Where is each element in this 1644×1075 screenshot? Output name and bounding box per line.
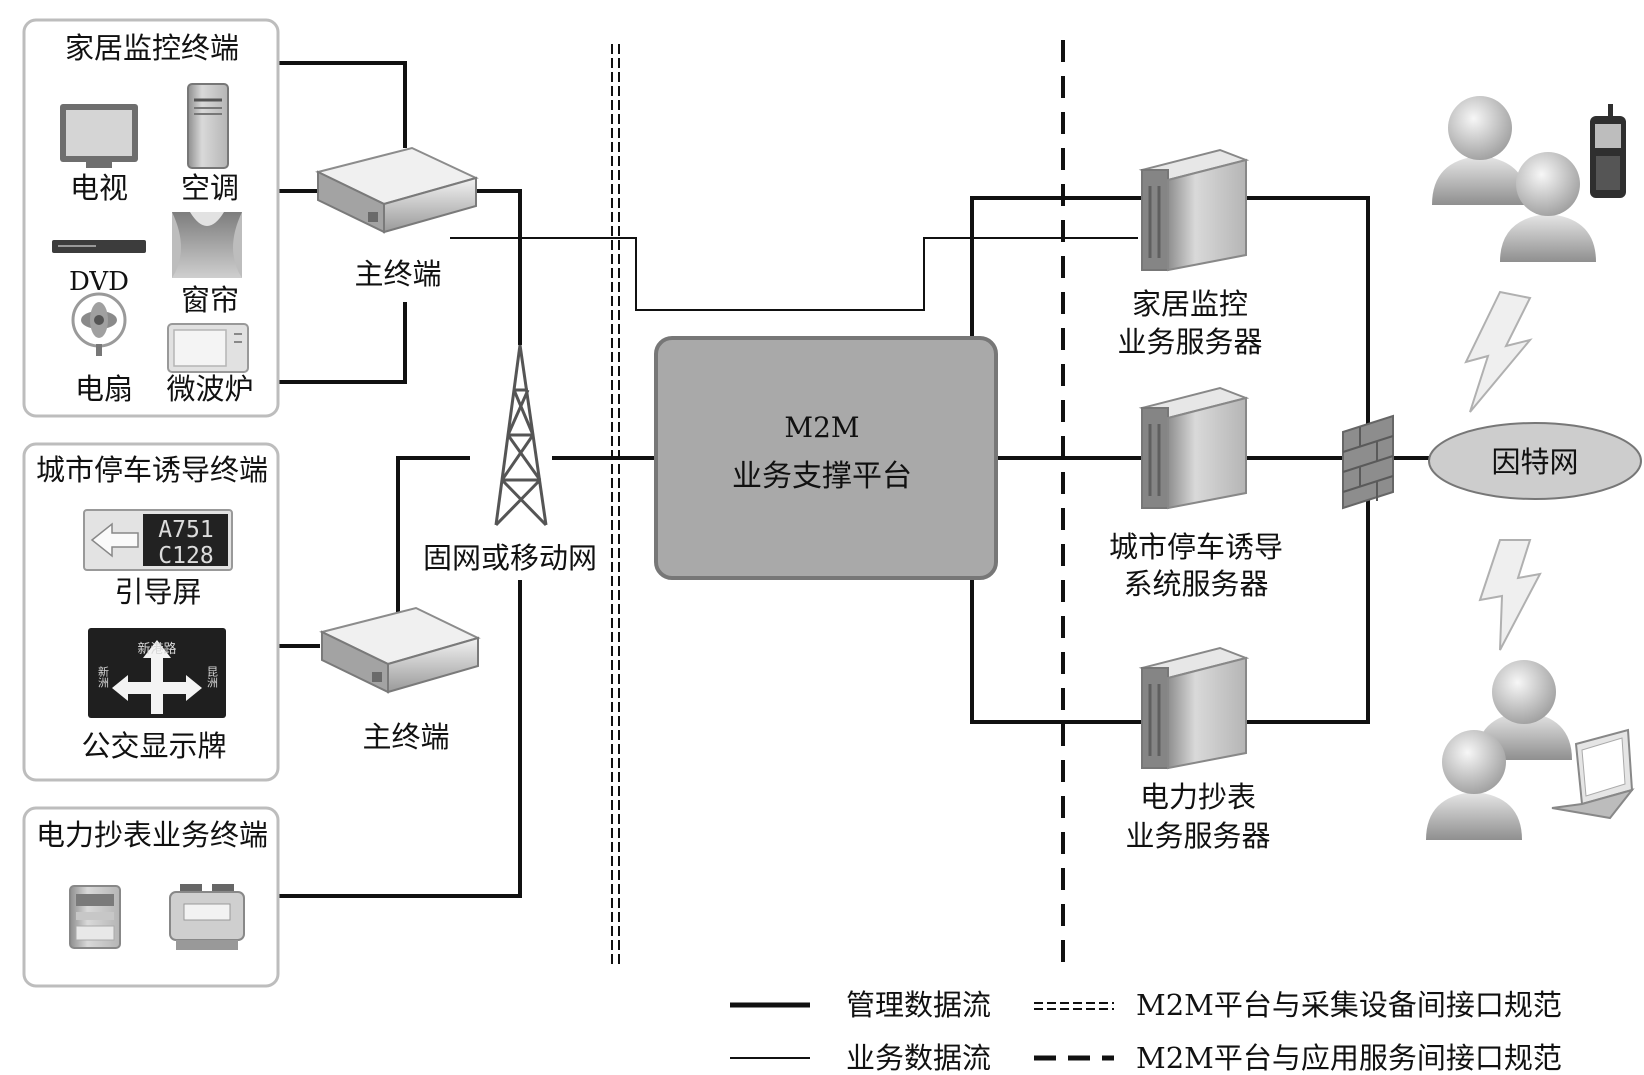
- main-terminal-1-label: 主终端: [354, 257, 441, 291]
- power-server-icon: [1138, 646, 1250, 770]
- flow-terminal2-network: [396, 456, 470, 612]
- flow-platform-home-server: [970, 196, 1142, 338]
- flow-home-server-firewall: [1245, 196, 1370, 430]
- mobile-user-group-icon: [1432, 96, 1596, 262]
- home-server-label-line2: 业务服务器: [1117, 325, 1262, 359]
- m2m-platform-box: [654, 336, 998, 580]
- microwave-icon: [167, 323, 249, 373]
- main-terminal-2-label: 主终端: [362, 720, 449, 754]
- business-flow-line: [450, 237, 1138, 311]
- wireless-bolt-bottom-icon: [1478, 539, 1542, 651]
- connection-lines: [278, 61, 1430, 898]
- air-conditioner-label: 空调: [181, 171, 239, 205]
- guide-screen-line1: A751: [158, 517, 213, 543]
- curtain-label: 窗帘: [181, 283, 239, 317]
- dvd-player-icon: [52, 240, 146, 253]
- internet-label: 因特网: [1491, 445, 1578, 479]
- tv-label: 电视: [70, 171, 128, 205]
- wireless-bolt-top-icon: [1464, 290, 1533, 413]
- mobile-phone-icon: [1590, 104, 1626, 198]
- parking-server-icon: [1138, 386, 1250, 510]
- parking-server-label-line1: 城市停车诱导: [1109, 530, 1283, 564]
- internet-cloud: [1428, 422, 1642, 500]
- guide-screen-line2: C128: [158, 543, 213, 569]
- power-server-label-line2: 业务服务器: [1125, 819, 1270, 853]
- main-terminal-1-icon: [315, 146, 479, 234]
- home-server-icon: [1138, 148, 1250, 272]
- main-terminal-2-icon: [319, 606, 481, 694]
- guide-screen-icon: [83, 509, 233, 571]
- guide-screen-label: 引导屏: [114, 575, 201, 609]
- legend: 管理数据流 业务数据流 M2M平台与采集设备间接口规范 M2M平台与应用服务间接…: [730, 988, 1562, 1075]
- air-conditioner-icon: [187, 83, 229, 169]
- legend-device-interface-label: M2M平台与采集设备间接口规范: [1136, 988, 1562, 1022]
- firewall-icon: [1342, 414, 1394, 510]
- home-panel-title: 家居监控终端: [65, 31, 239, 65]
- bus-sign-road-left: 新洲: [97, 665, 110, 688]
- bus-sign-road-top: 新港路: [137, 641, 176, 657]
- flow-power-server-firewall: [1245, 494, 1370, 724]
- bus-sign-road-right: 昆洲: [206, 666, 219, 688]
- flow-terminal1-network: [476, 189, 522, 345]
- power-panel-title: 电力抄表业务终端: [36, 818, 268, 852]
- gas-meter-icon: [169, 884, 245, 950]
- dvd-label: DVD: [69, 267, 129, 297]
- network-label: 固网或移动网: [423, 541, 597, 575]
- flow-platform-power-server: [970, 578, 1142, 724]
- power-server-label-line1: 电力抄表: [1140, 780, 1256, 814]
- device-interface-boundary: [611, 44, 620, 968]
- electric-meter-icon: [69, 885, 121, 949]
- flow-home-bottom: [278, 302, 407, 384]
- legend-business-label: 业务数据流: [846, 1041, 991, 1075]
- bus-sign-label: 公交显示牌: [81, 729, 226, 763]
- legend-app-interface-label: M2M平台与应用服务间接口规范: [1136, 1041, 1562, 1075]
- parking-panel-title: 城市停车诱导终端: [36, 453, 268, 487]
- fan-icon: [71, 292, 127, 356]
- microwave-label: 微波炉: [166, 372, 253, 406]
- curtain-icon: [172, 212, 242, 278]
- platform-line1: M2M: [784, 411, 859, 444]
- network-tower-icon: [494, 344, 548, 527]
- home-server-label-line1: 家居监控: [1132, 287, 1248, 321]
- laptop-user-group-icon: [1426, 660, 1572, 840]
- fan-label: 电扇: [75, 372, 133, 406]
- tv-icon: [60, 104, 138, 168]
- flow-power-network: [278, 580, 522, 898]
- parking-server-label-line2: 系统服务器: [1123, 567, 1268, 601]
- bus-sign-icon: [88, 628, 226, 718]
- legend-management-label: 管理数据流: [846, 988, 991, 1022]
- flow-home-top: [278, 61, 407, 148]
- platform-line2: 业务支撑平台: [732, 459, 912, 494]
- laptop-icon: [1551, 728, 1635, 820]
